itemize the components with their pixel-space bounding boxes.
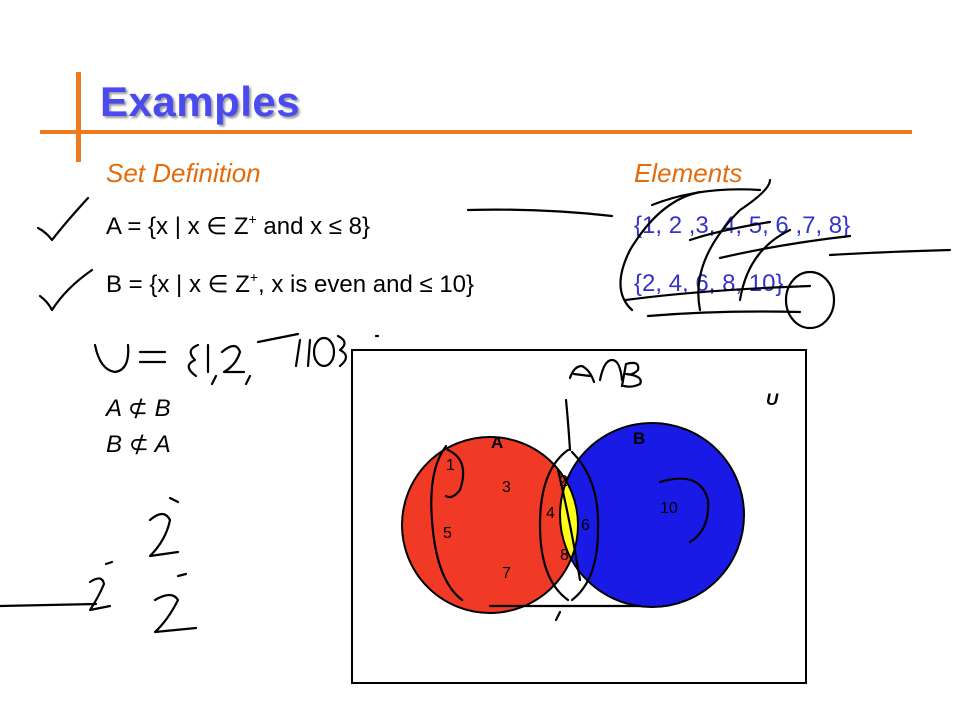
handwriting-universe [336,334,348,368]
ink-stroke [828,248,952,257]
element-intersection: 6 [581,517,590,534]
handwriting-z [104,560,114,566]
accent-bar-horizontal [40,130,912,134]
ink-stroke [650,188,762,207]
handwriting-a-intersect-b [598,358,624,382]
handwriting-a-intersect-b [568,364,596,384]
label-a: A [491,433,503,452]
handwriting-universe [256,332,300,344]
handwriting-universe [306,338,312,368]
checkmark-b [38,268,94,312]
handwriting-universe [138,350,167,364]
ink-stroke [556,468,582,582]
ink-stroke [718,234,852,260]
relation-b-not-subset-a: B ⊄ A [106,431,171,458]
ink-stroke [0,602,98,608]
circle-around-10 [784,270,836,330]
slide-title: Examples [100,78,301,125]
ink-loop-1 [444,448,465,499]
ink-loop-10 [658,477,710,544]
ink-loop [619,190,702,312]
handwriting-z [148,512,180,558]
checkmark-a [36,196,90,242]
set-b-definition: B = {x | x ∈ Z+, x is even and ≤ 10} [106,269,475,298]
set-b-circle [560,423,744,607]
handwriting-universe [244,374,252,386]
set-a-definition: A = {x | x ∈ Z+ and x ≤ 8} [106,211,370,240]
relation-a-not-subset-b: A ⊄ B [106,395,171,422]
element-intersection: 8 [560,547,569,564]
ink-stroke [554,610,562,622]
element-only-a: 3 [502,479,511,496]
accent-bar-vertical [76,72,81,162]
ink-stroke [688,220,772,242]
handwriting-universe [93,343,130,374]
set-a-outline [401,436,579,614]
ink-stroke [738,228,792,302]
set-a-elements: {1, 2 ,3, 4, 5, 6 ,7, 8} [634,212,851,239]
universe-label: U [766,390,779,409]
ink-loop [697,178,772,312]
handwriting-universe [210,374,218,386]
ink-stroke [646,310,802,318]
set-a-circle [402,437,578,613]
ink-lens-outline [570,450,600,602]
header-elements: Elements [634,158,743,188]
ink-lens-outline [538,448,570,602]
element-only-a: 5 [443,525,452,542]
element-only-a: 1 [446,457,455,474]
header-set-definition: Set Definition [106,158,261,188]
handwriting-z [88,577,112,612]
arrow-line [466,208,614,218]
handwriting-z [153,593,198,634]
handwriting-universe [187,343,200,378]
handwritten-annotations [0,178,952,634]
handwriting-universe [312,336,336,368]
set-b-outline [559,422,745,608]
element-intersection: 2 [559,473,568,490]
ink-stroke [624,284,812,302]
handwriting-universe [220,344,246,374]
element-intersection: 4 [546,505,555,522]
ink-loop-left [430,444,464,602]
element-only-a: 7 [502,565,511,582]
element-only-b: 10 [660,500,678,517]
handwriting-a-intersect-b [620,361,642,388]
handwriting-z [176,572,188,578]
handwriting-universe [294,338,302,368]
handwriting-z [168,496,180,504]
ink-arrow [564,398,572,452]
label-b: B [633,429,645,448]
